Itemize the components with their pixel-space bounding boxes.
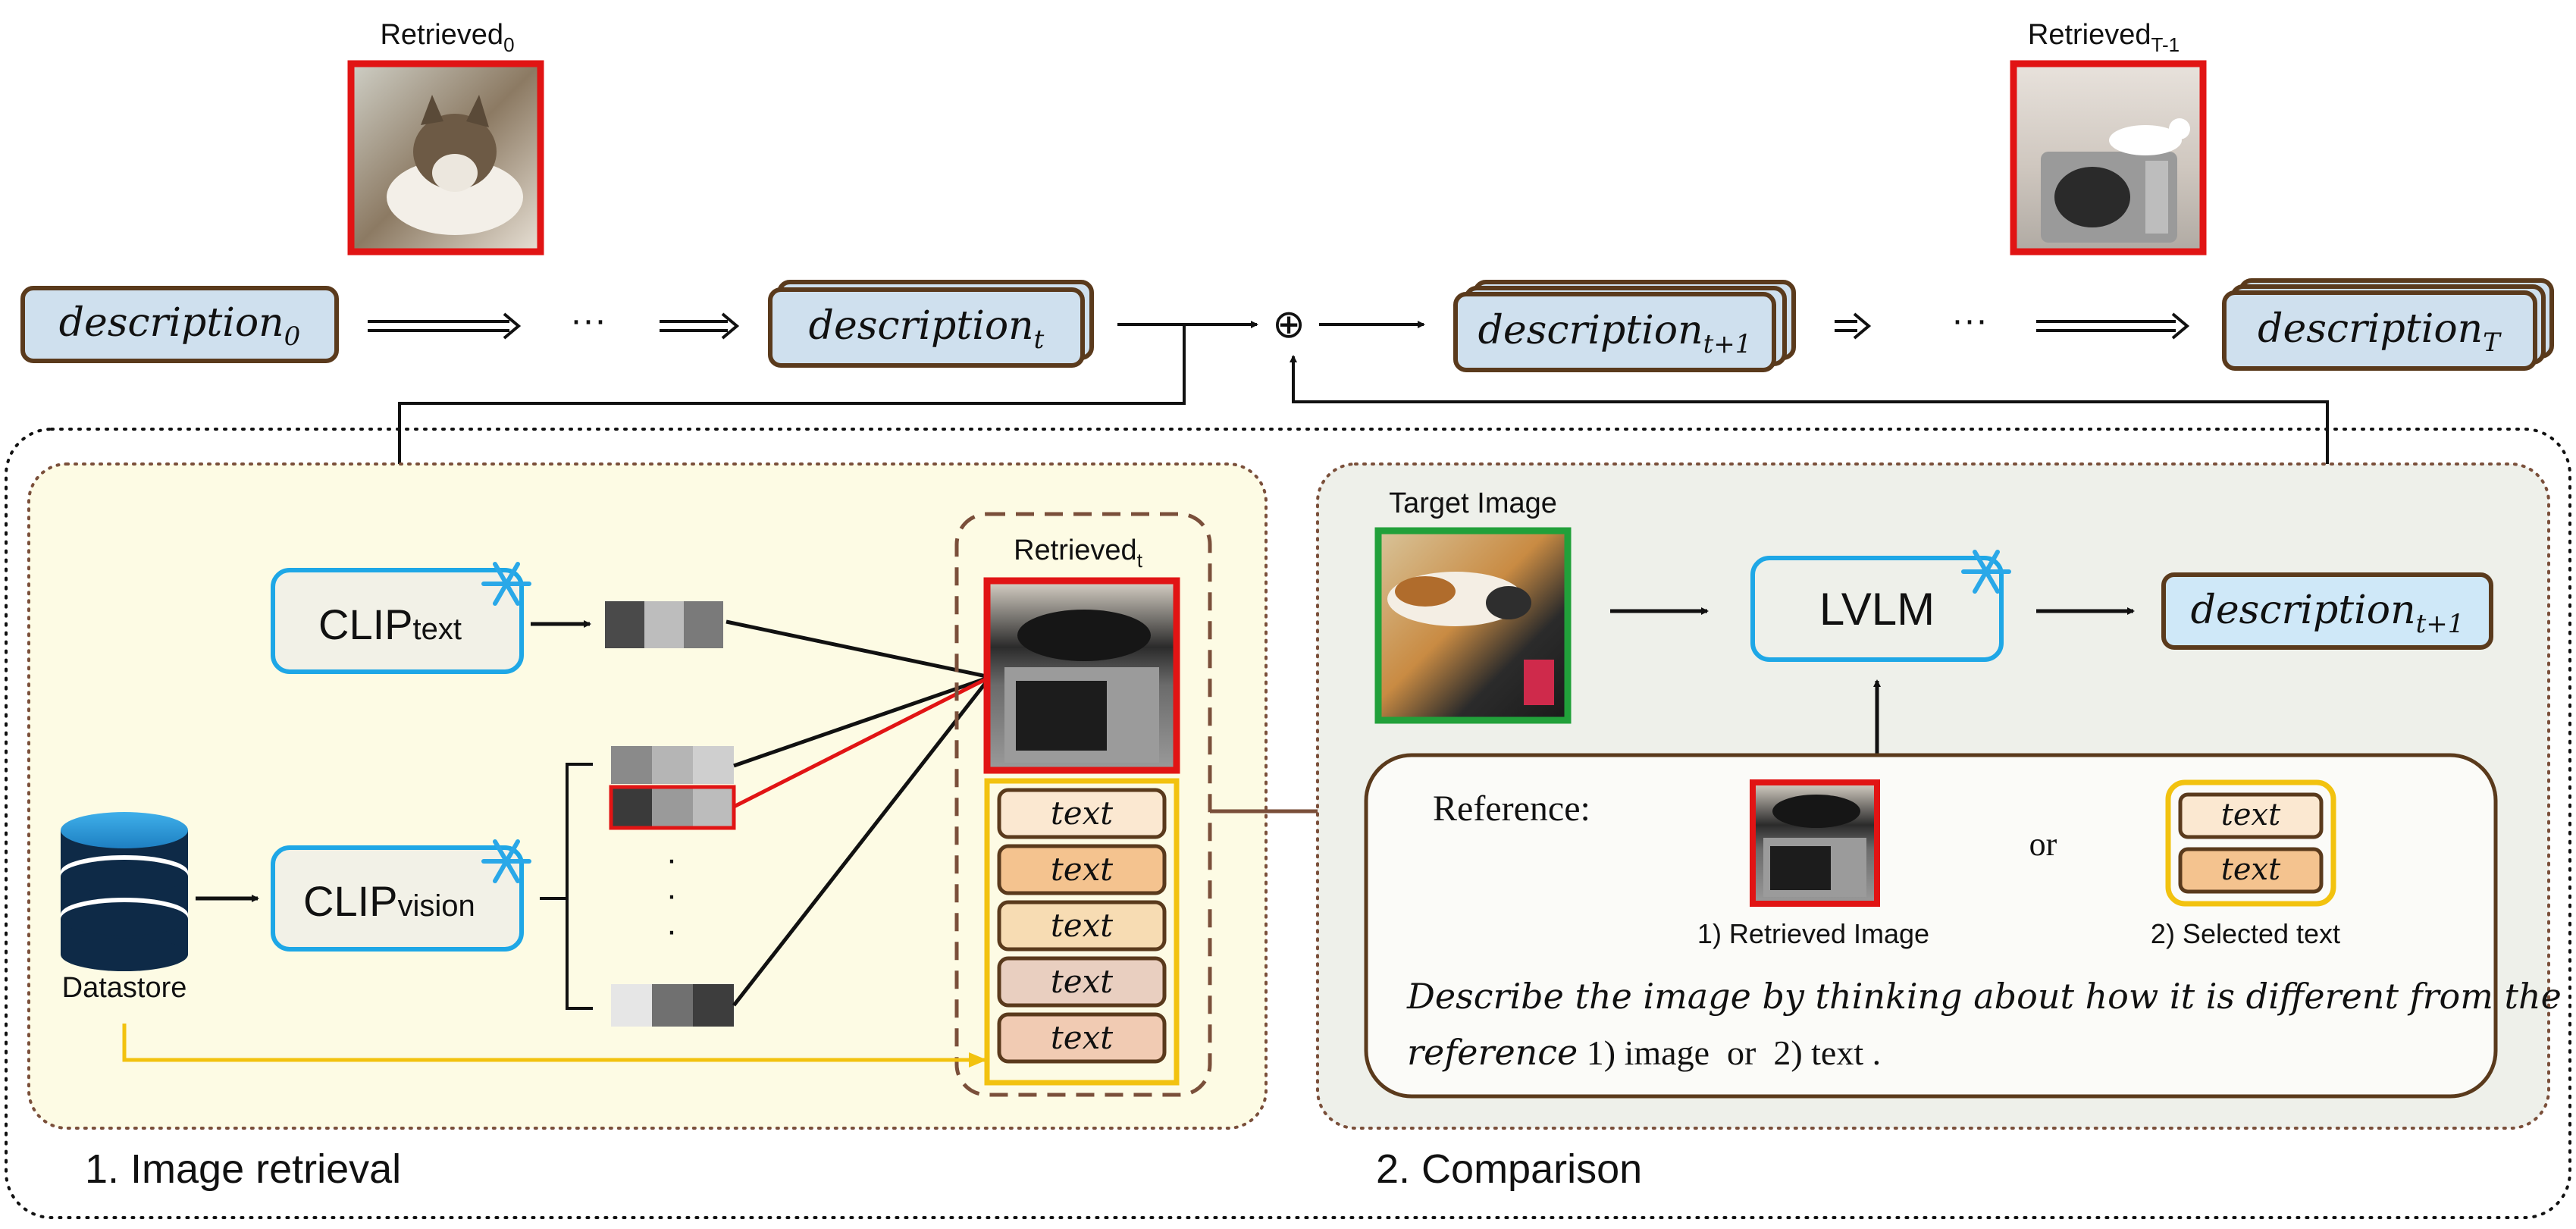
description-0-box: description0	[20, 286, 339, 363]
text-item	[997, 844, 1167, 895]
svg-text:text: text	[2221, 852, 2281, 887]
svg-text:descriptiont+1: descriptiont+1	[2191, 588, 2465, 639]
svg-text:text: text	[1051, 907, 1113, 944]
reference-text-stack: text text	[2178, 792, 2324, 894]
description-t-box: descriptiont	[768, 280, 1094, 368]
image-embedding-2	[609, 785, 736, 830]
svg-text:CLIPtext: CLIPtext	[318, 600, 462, 648]
prompt-line-1: Describe the image by thinking about how…	[1406, 976, 2562, 1017]
retrieved-t-label: Retrievedt	[1014, 535, 1143, 572]
retrieved-image-caption: 1) Retrieved Image	[1697, 918, 1929, 949]
description-out-box: descriptiont+1	[2161, 572, 2493, 650]
svg-text:·: ·	[666, 876, 678, 914]
ellipsis-1: ···	[570, 300, 606, 340]
double-arrow-4	[2036, 312, 2190, 340]
retrieved-last-image	[2010, 60, 2207, 256]
outer-frame	[5, 428, 2571, 1219]
text-stack-frame	[984, 778, 1180, 1086]
reference-text-frame	[2165, 779, 2336, 907]
vertical-dots: · · ·	[666, 841, 678, 949]
description-T-box: descriptionT	[2222, 278, 2554, 371]
svg-text:text: text	[2221, 798, 2281, 832]
text-item	[997, 1012, 1167, 1064]
retrieved-last-label: RetrievedT-1	[2028, 19, 2180, 56]
text-item	[997, 900, 1167, 952]
datastore-label: Datastore	[62, 972, 187, 1004]
snowflake-icon	[481, 839, 531, 883]
clip-text-box: CLIPtext	[271, 568, 524, 674]
svg-text:descriptionT: descriptionT	[2258, 306, 2502, 358]
datastore-text-arrow	[122, 1024, 987, 1068]
svg-text:text: text	[1051, 851, 1113, 888]
retrieved-0-label: Retrieved0	[380, 19, 514, 56]
svg-text:LVLM: LVLM	[1819, 584, 1935, 635]
text-item	[2178, 792, 2324, 839]
target-image-label: Target Image	[1389, 488, 1557, 519]
image-embedding-1	[611, 746, 734, 784]
reference-retrieved-image	[1750, 779, 1880, 907]
svg-text:CLIPvision: CLIPvision	[303, 877, 475, 925]
svg-text:text: text	[1051, 1019, 1113, 1056]
clip-vision-box: CLIPvision	[271, 845, 524, 952]
similarity-lines	[725, 619, 992, 1007]
text-embedding	[605, 601, 723, 648]
text-item	[2178, 847, 2324, 894]
double-arrow-2	[660, 312, 740, 340]
snowflake-icon	[481, 562, 531, 606]
text-item	[997, 956, 1167, 1008]
retrieved-0-image	[347, 60, 544, 256]
retrieved-t-image	[983, 577, 1180, 774]
ellipsis-2: ···	[1951, 300, 1988, 340]
svg-text:·: ·	[666, 841, 678, 878]
datastore-icon	[61, 812, 188, 971]
target-image	[1374, 527, 1572, 724]
svg-text:descriptiont+1: descriptiont+1	[1478, 308, 1752, 359]
prompt-line-2: reference 1) image or 2) text .	[1407, 1032, 1881, 1073]
embedding-bracket	[540, 763, 593, 1010]
svg-text:description0: description0	[59, 300, 301, 352]
double-arrow-3	[1835, 312, 1872, 340]
svg-text:descriptiont: descriptiont	[809, 303, 1045, 355]
oplus-symbol: ⊕	[1272, 303, 1305, 346]
double-arrow-1	[368, 312, 522, 340]
text-item	[997, 788, 1167, 839]
reference-box	[1364, 753, 2498, 1099]
selected-text-caption: 2) Selected text	[2151, 918, 2340, 949]
svg-text:text: text	[1051, 963, 1113, 1000]
text-stack: text text text text text	[997, 788, 1167, 1064]
snowflake-icon	[1961, 550, 2011, 594]
lvlm-box: LVLM	[1750, 556, 2004, 662]
svg-text:text: text	[1051, 795, 1113, 832]
reference-label: Reference:	[1433, 789, 1590, 829]
svg-text:·: ·	[666, 912, 678, 949]
retrieval-title: 1. Image retrieval	[85, 1146, 401, 1192]
image-embedding-n	[611, 984, 734, 1027]
or-label: or	[2029, 826, 2057, 863]
retrieved-t-group	[954, 512, 1212, 1097]
description-t1-box: descriptiont+1	[1453, 280, 1796, 372]
comparison-title: 2. Comparison	[1376, 1146, 1642, 1192]
